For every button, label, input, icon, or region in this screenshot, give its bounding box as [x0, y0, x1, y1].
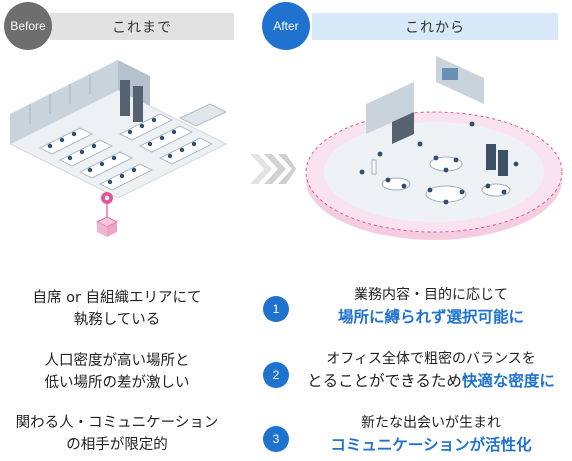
after-point-3: 新たな出会いが生まれ コミュニケーションが活性化 — [290, 412, 572, 457]
after-point-1-highlight: 場所に縛られず選択可能に — [337, 308, 524, 326]
before-badge-label: Before — [10, 19, 46, 33]
transition-arrow-icon — [250, 154, 296, 184]
after-point-3-number: 3 — [263, 426, 289, 452]
after-point-1: 業務内容・目的に応じて 場所に縛られず選択可能に — [290, 284, 572, 329]
before-badge: Before — [4, 2, 52, 50]
after-point-2-plain: とることができるため — [307, 372, 462, 390]
after-point-3-highlight: コミュニケーションが活性化 — [330, 436, 532, 454]
after-point-3-number-label: 3 — [272, 432, 280, 446]
before-point-2: 人口密度が高い場所と 低い場所の差が激しい — [0, 350, 234, 394]
before-office-illustration — [8, 60, 228, 237]
before-point-2-line1: 人口密度が高い場所と — [44, 353, 190, 369]
before-header: これまで — [50, 13, 234, 40]
after-header: これから — [312, 13, 558, 40]
after-point-3-line1: 新たな出会いが生まれ — [361, 415, 501, 431]
after-point-2-number-label: 2 — [272, 368, 280, 382]
before-point-3: 関わる人・コミュニケーション の相手が限定的 — [0, 412, 234, 456]
before-point-1: 自席 or 自組織エリアにて 執務している — [0, 287, 234, 331]
after-point-2: オフィス全体で粗密のバランスを とることができるため快適な密度に — [290, 348, 572, 393]
after-point-2-number: 2 — [263, 362, 289, 388]
after-point-1-number-label: 1 — [272, 302, 280, 316]
before-point-2-line2: 低い場所の差が激しい — [44, 375, 190, 391]
before-point-3-line2: の相手が限定的 — [66, 437, 168, 453]
after-point-1-number: 1 — [263, 296, 289, 322]
after-badge-label: After — [273, 19, 299, 33]
after-office-illustration — [305, 56, 563, 240]
after-badge: After — [262, 2, 310, 50]
before-point-3-line1: 関わる人・コミュニケーション — [15, 415, 219, 431]
before-header-label: これまで — [112, 19, 172, 36]
after-header-label: これから — [405, 19, 465, 36]
after-point-2-line1: オフィス全体で粗密のバランスを — [326, 351, 536, 367]
before-point-1-line1: 自席 or 自組織エリアにて — [32, 290, 202, 306]
location-pin-icon — [96, 192, 118, 237]
before-point-1-line2: 執務している — [73, 312, 161, 328]
after-point-1-line1: 業務内容・目的に応じて — [354, 287, 508, 303]
after-point-2-highlight: 快適な密度に — [461, 372, 555, 390]
